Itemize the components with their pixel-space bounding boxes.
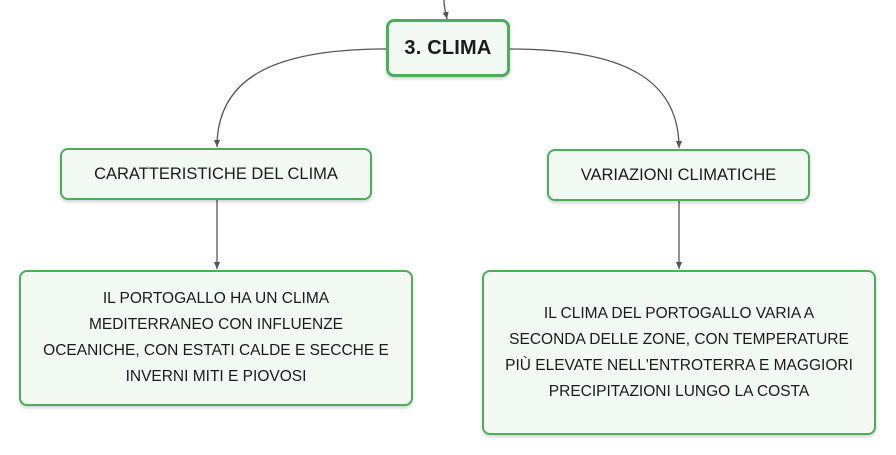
detail-node-caratteristiche[interactable]: IL PORTOGALLO HA UN CLIMA MEDITERRANEO C… [19, 270, 413, 406]
topic-node-label: CARATTERISTICHE DEL CLIMA [94, 164, 338, 183]
connector-root-to-left-topic [213, 48, 387, 148]
topic-node-variazioni[interactable]: VARIAZIONI CLIMATICHE [547, 149, 810, 201]
root-node-label: 3. CLIMA [404, 36, 492, 59]
topic-node-label: VARIAZIONI CLIMATICHE [580, 165, 777, 184]
topic-node-caratteristiche[interactable]: CARATTERISTICHE DEL CLIMA [60, 148, 372, 200]
detail-node-text: IL CLIMA DEL PORTOGALLO VARIA A SECONDA … [505, 304, 853, 400]
detail-node-text: IL PORTOGALLO HA UN CLIMA MEDITERRANEO C… [43, 290, 389, 385]
connector-incoming [442, 0, 449, 20]
root-node[interactable]: 3. CLIMA [386, 19, 510, 77]
connector-root-to-right-topic [509, 48, 683, 149]
detail-node-variazioni[interactable]: IL CLIMA DEL PORTOGALLO VARIA A SECONDA … [482, 270, 876, 435]
